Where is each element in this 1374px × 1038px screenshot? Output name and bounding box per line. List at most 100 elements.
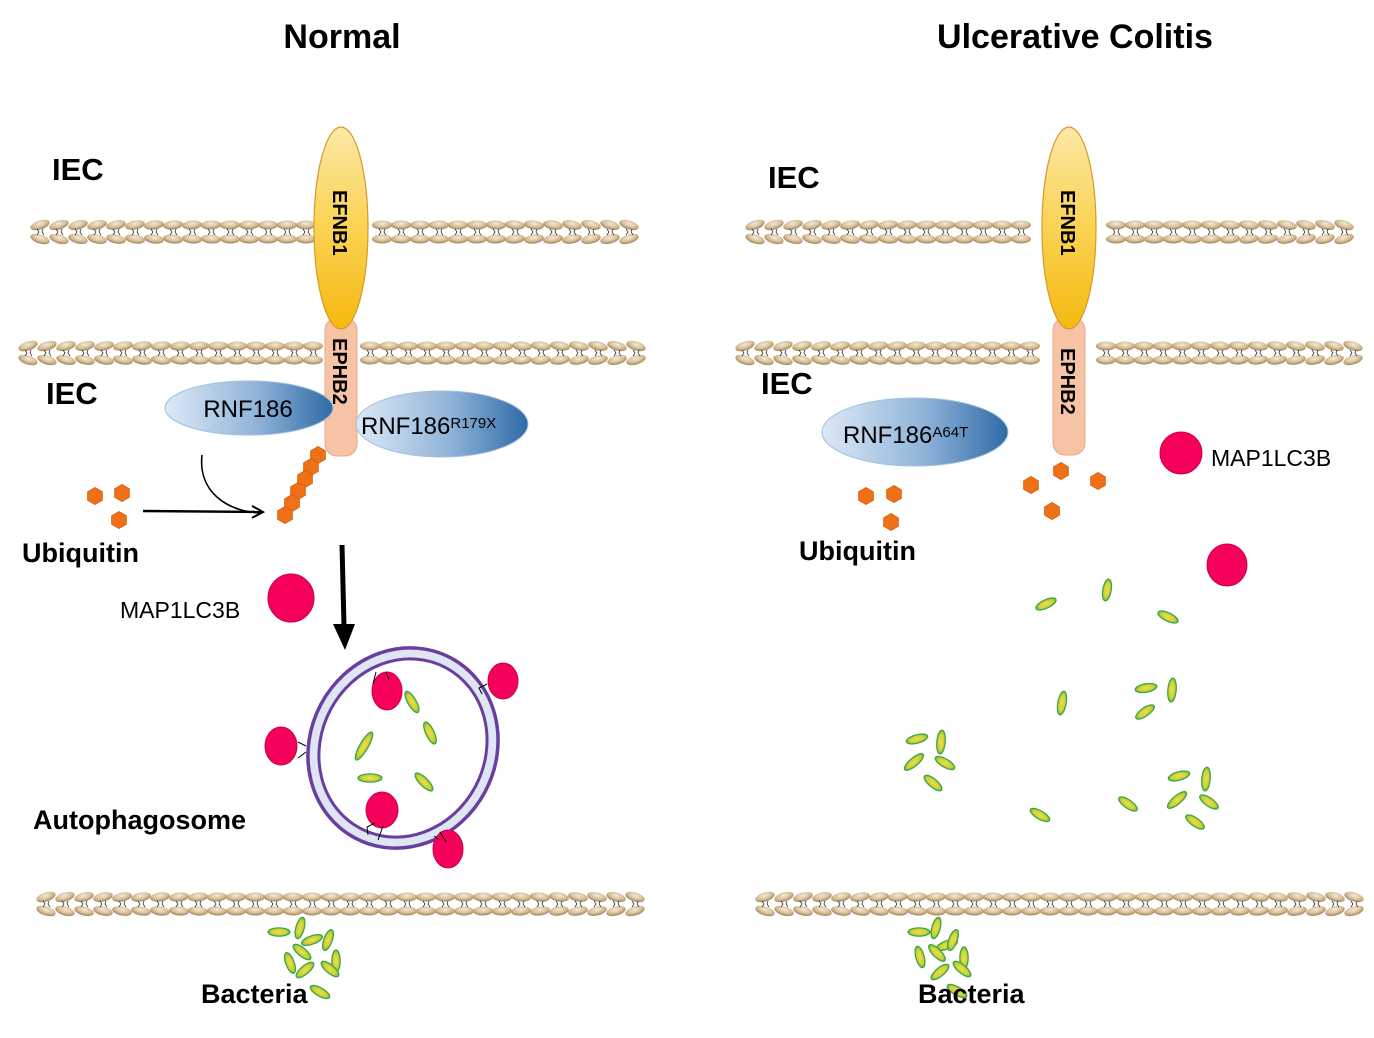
lipid-head	[1163, 220, 1183, 230]
lipid-head	[112, 906, 132, 916]
lipid-head	[543, 234, 563, 244]
lipid-head	[831, 892, 851, 902]
bacterium-icon	[1134, 682, 1158, 694]
lipid-head	[1210, 355, 1230, 365]
lipid-head	[1021, 906, 1041, 916]
lipid-head	[773, 354, 793, 366]
lipid-head	[30, 233, 50, 245]
lipid-head	[220, 220, 240, 230]
lipid-head	[1230, 906, 1250, 916]
lipid-tail	[1283, 228, 1292, 236]
lipid-head	[169, 892, 189, 902]
lipid-head	[793, 891, 813, 903]
lipid-tail	[1065, 900, 1074, 908]
lipid-tail	[1293, 900, 1302, 908]
lipid-tail	[1330, 349, 1339, 357]
lipid-head	[849, 341, 869, 351]
lipid-head	[869, 906, 889, 916]
lipid-head	[1115, 341, 1135, 351]
lipid-tail	[865, 228, 874, 236]
lipid-head	[151, 341, 171, 351]
lipid-head	[246, 341, 266, 351]
lipid-head	[182, 220, 202, 230]
ubiquitin-icon	[1023, 476, 1039, 494]
lipid-tail	[435, 228, 444, 236]
membrane-normal-upper	[30, 219, 639, 245]
lipid-tail	[308, 900, 317, 908]
lipid-head	[131, 906, 151, 916]
lipid-head	[1144, 220, 1164, 230]
lipid-tail	[1274, 900, 1283, 908]
lipid-head	[764, 233, 784, 245]
lipid-head	[1096, 355, 1116, 365]
lipid-head	[1144, 234, 1164, 244]
lipid-head	[512, 355, 532, 365]
lipid-head	[1115, 355, 1135, 365]
lipid-tail	[1131, 228, 1140, 236]
lipid-head	[220, 234, 240, 244]
lipid-tail	[1084, 900, 1093, 908]
lipid-head	[1211, 892, 1231, 902]
bacterium-icon	[1201, 766, 1211, 792]
lipid-tail	[594, 349, 603, 357]
lipid-tail	[479, 900, 488, 908]
lipid-head	[277, 234, 297, 244]
lipid-head	[607, 340, 627, 352]
free-ubiquitin-group-uc	[858, 485, 902, 531]
lipid-head	[1172, 341, 1192, 351]
ubiquitin-label-uc: Ubiquitin	[799, 536, 916, 566]
lipid-tail	[309, 349, 318, 357]
lipid-tail	[779, 349, 788, 357]
lipid-tail	[422, 900, 431, 908]
lipid-head	[524, 220, 544, 230]
lipid-head	[812, 892, 832, 902]
lipid-head	[945, 892, 965, 902]
bacterium-icon	[354, 731, 374, 761]
lipid-head	[1116, 906, 1136, 916]
bacterium-icon	[952, 960, 972, 978]
lipid-tail	[61, 900, 70, 908]
lipid-head	[1001, 355, 1021, 365]
lipid-head	[549, 892, 569, 902]
lipid-tail	[960, 228, 969, 236]
lipid-head	[963, 355, 983, 365]
lipid-head	[925, 355, 945, 365]
rnf186-a64t-label: RNF186A64T	[843, 422, 968, 449]
lipid-tail	[93, 228, 102, 236]
bacterium-icon	[292, 943, 312, 961]
bacterium-icon	[1166, 791, 1188, 809]
lipid-head	[587, 906, 607, 916]
lipid-head	[1249, 892, 1269, 902]
lipid-tail	[780, 900, 789, 908]
lipid-head	[887, 355, 907, 365]
lipid-head	[398, 341, 418, 351]
lipid-head	[568, 892, 588, 902]
lipid-head	[410, 234, 430, 244]
lipid-tail	[817, 349, 826, 357]
lipid-tail	[365, 900, 374, 908]
bacterium-icon	[1035, 597, 1057, 611]
lipid-tail	[366, 349, 375, 357]
ephb2-label: EPHB2	[328, 338, 350, 405]
lipid-head	[417, 355, 437, 365]
lipid-tail	[751, 228, 760, 236]
lipid-head	[277, 220, 297, 230]
rnf186-a64t-protein	[821, 397, 1009, 467]
map1lc3b-protein-uc	[1159, 431, 1203, 475]
lipid-tail	[1321, 228, 1330, 236]
lipid-head	[474, 341, 494, 351]
lipid-head	[1296, 234, 1316, 244]
ubiquitin-icon	[111, 511, 127, 529]
lipid-tail	[42, 900, 51, 908]
lipid-head	[587, 892, 607, 902]
lipid-head	[258, 234, 278, 244]
lipid-tail	[1217, 900, 1226, 908]
bacterium-icon	[1056, 690, 1068, 716]
lipid-head	[1277, 220, 1297, 230]
lipid-tail	[1331, 900, 1340, 908]
lipid-head	[1020, 355, 1040, 365]
lipid-tail	[1179, 900, 1188, 908]
lipid-head	[1125, 234, 1145, 244]
lipid-head	[954, 234, 974, 244]
lipid-tail	[530, 228, 539, 236]
